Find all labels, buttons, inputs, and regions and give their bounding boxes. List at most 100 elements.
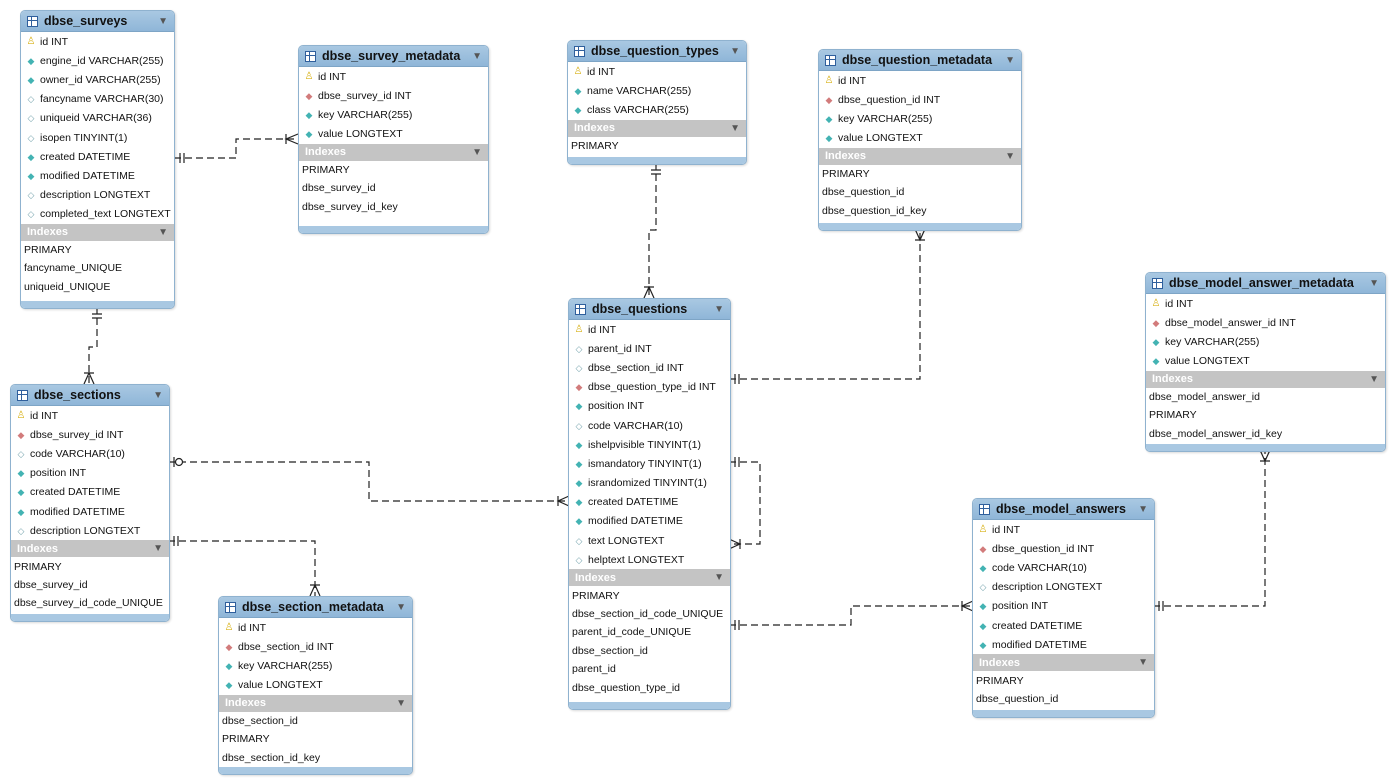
index-row[interactable]: PRIMARY (569, 586, 730, 604)
index-row[interactable]: dbse_section_id_code_UNIQUE (569, 605, 730, 623)
indexes-header[interactable]: Indexes▼ (819, 147, 1021, 165)
collapse-arrow-icon[interactable]: ▼ (472, 50, 482, 62)
index-row[interactable]: dbse_section_id (569, 642, 730, 660)
table-dbse-question-metadata[interactable]: dbse_question_metadata▼♙id INT◆dbse_ques… (818, 49, 1022, 231)
column-row[interactable]: ◇fancyname VARCHAR(30) (21, 90, 174, 109)
table-header[interactable]: dbse_question_types▼ (568, 41, 746, 62)
column-row[interactable]: ◆ismandatory TINYINT(1) (569, 454, 730, 473)
collapse-arrow-icon[interactable]: ▼ (1138, 503, 1148, 515)
indexes-header[interactable]: Indexes▼ (11, 540, 169, 558)
collapse-arrow-icon[interactable]: ▼ (1369, 277, 1379, 289)
index-row[interactable]: dbse_model_answer_id_key (1146, 425, 1385, 443)
indexes-header[interactable]: Indexes▼ (569, 569, 730, 587)
index-row[interactable]: PRIMARY (219, 730, 412, 748)
column-row[interactable]: ◆dbse_survey_id INT (11, 425, 169, 444)
index-row[interactable]: parent_id_code_UNIQUE (569, 623, 730, 641)
column-row[interactable]: ♙id INT (1146, 294, 1385, 313)
collapse-arrow-icon[interactable]: ▼ (730, 122, 740, 134)
column-row[interactable]: ◆class VARCHAR(255) (568, 100, 746, 119)
column-row[interactable]: ◆value LONGTEXT (819, 129, 1021, 148)
column-row[interactable]: ♙id INT (568, 62, 746, 81)
indexes-header[interactable]: Indexes▼ (568, 119, 746, 137)
index-row[interactable]: dbse_survey_id (11, 576, 169, 594)
column-row[interactable]: ♙id INT (973, 520, 1154, 539)
column-row[interactable]: ◆position INT (973, 597, 1154, 616)
column-row[interactable]: ◆dbse_question_id INT (819, 90, 1021, 109)
collapse-arrow-icon[interactable]: ▼ (396, 601, 406, 613)
collapse-arrow-icon[interactable]: ▼ (714, 572, 724, 584)
column-row[interactable]: ◆israndomized TINYINT(1) (569, 474, 730, 493)
collapse-arrow-icon[interactable]: ▼ (158, 15, 168, 27)
column-row[interactable]: ◆code VARCHAR(10) (973, 558, 1154, 577)
index-row[interactable]: dbse_section_id (219, 712, 412, 730)
column-row[interactable]: ◆dbse_question_type_id INT (569, 378, 730, 397)
column-row[interactable]: ◇code VARCHAR(10) (569, 416, 730, 435)
column-row[interactable]: ◆ishelpvisible TINYINT(1) (569, 435, 730, 454)
column-row[interactable]: ◆dbse_survey_id INT (299, 86, 488, 105)
collapse-arrow-icon[interactable]: ▼ (1369, 373, 1379, 385)
column-row[interactable]: ◆owner_id VARCHAR(255) (21, 70, 174, 89)
column-row[interactable]: ◇completed_text LONGTEXT (21, 205, 174, 224)
column-row[interactable]: ◆modified DATETIME (973, 635, 1154, 654)
index-row[interactable]: dbse_model_answer_id (1146, 388, 1385, 406)
column-row[interactable]: ◇description LONGTEXT (21, 186, 174, 205)
index-row[interactable]: PRIMARY (21, 241, 174, 259)
column-row[interactable]: ♙id INT (219, 618, 412, 637)
column-row[interactable]: ◆key VARCHAR(255) (1146, 332, 1385, 351)
collapse-arrow-icon[interactable]: ▼ (472, 146, 482, 158)
column-row[interactable]: ◆position INT (11, 464, 169, 483)
index-row[interactable]: fancyname_UNIQUE (21, 259, 174, 277)
index-row[interactable]: dbse_section_id_key (219, 749, 412, 767)
table-header[interactable]: dbse_model_answer_metadata▼ (1146, 273, 1385, 294)
index-row[interactable]: PRIMARY (299, 161, 488, 179)
column-row[interactable]: ◇dbse_section_id INT (569, 358, 730, 377)
indexes-header[interactable]: Indexes▼ (219, 694, 412, 712)
column-row[interactable]: ◇description LONGTEXT (11, 521, 169, 540)
table-header[interactable]: dbse_section_metadata▼ (219, 597, 412, 618)
table-dbse-section-metadata[interactable]: dbse_section_metadata▼♙id INT◆dbse_secti… (218, 596, 413, 775)
column-row[interactable]: ◆name VARCHAR(255) (568, 81, 746, 100)
indexes-header[interactable]: Indexes▼ (973, 654, 1154, 672)
column-row[interactable]: ♙id INT (819, 71, 1021, 90)
column-row[interactable]: ◆modified DATETIME (11, 502, 169, 521)
column-row[interactable]: ◇parent_id INT (569, 339, 730, 358)
table-header[interactable]: dbse_surveys▼ (21, 11, 174, 32)
table-dbse-question-types[interactable]: dbse_question_types▼♙id INT◆name VARCHAR… (567, 40, 747, 165)
indexes-header[interactable]: Indexes▼ (1146, 370, 1385, 388)
index-row[interactable]: PRIMARY (1146, 406, 1385, 424)
index-row[interactable]: dbse_survey_id (299, 179, 488, 197)
index-row[interactable]: uniqueid_UNIQUE (21, 278, 174, 296)
collapse-arrow-icon[interactable]: ▼ (1005, 54, 1015, 66)
index-row[interactable]: PRIMARY (568, 137, 746, 155)
table-header[interactable]: dbse_questions▼ (569, 299, 730, 320)
column-row[interactable]: ◇code VARCHAR(10) (11, 444, 169, 463)
column-row[interactable]: ◇isopen TINYINT(1) (21, 128, 174, 147)
index-row[interactable]: dbse_question_id (973, 690, 1154, 708)
column-row[interactable]: ♙id INT (299, 67, 488, 86)
table-dbse-sections[interactable]: dbse_sections▼♙id INT◆dbse_survey_id INT… (10, 384, 170, 622)
collapse-arrow-icon[interactable]: ▼ (153, 543, 163, 555)
index-row[interactable]: PRIMARY (973, 671, 1154, 689)
index-row[interactable]: dbse_survey_id_key (299, 198, 488, 216)
indexes-header[interactable]: Indexes▼ (21, 223, 174, 241)
index-row[interactable]: dbse_survey_id_code_UNIQUE (11, 594, 169, 612)
table-header[interactable]: dbse_sections▼ (11, 385, 169, 406)
collapse-arrow-icon[interactable]: ▼ (714, 303, 724, 315)
column-row[interactable]: ◆value LONGTEXT (299, 125, 488, 144)
collapse-arrow-icon[interactable]: ▼ (396, 697, 406, 709)
collapse-arrow-icon[interactable]: ▼ (1138, 657, 1148, 669)
collapse-arrow-icon[interactable]: ▼ (1005, 150, 1015, 162)
column-row[interactable]: ◆dbse_model_answer_id INT (1146, 313, 1385, 332)
column-row[interactable]: ♙id INT (11, 406, 169, 425)
column-row[interactable]: ◆position INT (569, 397, 730, 416)
index-row[interactable]: PRIMARY (11, 557, 169, 575)
column-row[interactable]: ◇description LONGTEXT (973, 578, 1154, 597)
column-row[interactable]: ◆value LONGTEXT (1146, 352, 1385, 371)
table-dbse-surveys[interactable]: dbse_surveys▼♙id INT◆engine_id VARCHAR(2… (20, 10, 175, 309)
table-header[interactable]: dbse_model_answers▼ (973, 499, 1154, 520)
column-row[interactable]: ◇helptext LONGTEXT (569, 550, 730, 569)
column-row[interactable]: ◇text LONGTEXT (569, 531, 730, 550)
column-row[interactable]: ◆created DATETIME (21, 147, 174, 166)
collapse-arrow-icon[interactable]: ▼ (730, 45, 740, 57)
column-row[interactable]: ◆dbse_question_id INT (973, 539, 1154, 558)
